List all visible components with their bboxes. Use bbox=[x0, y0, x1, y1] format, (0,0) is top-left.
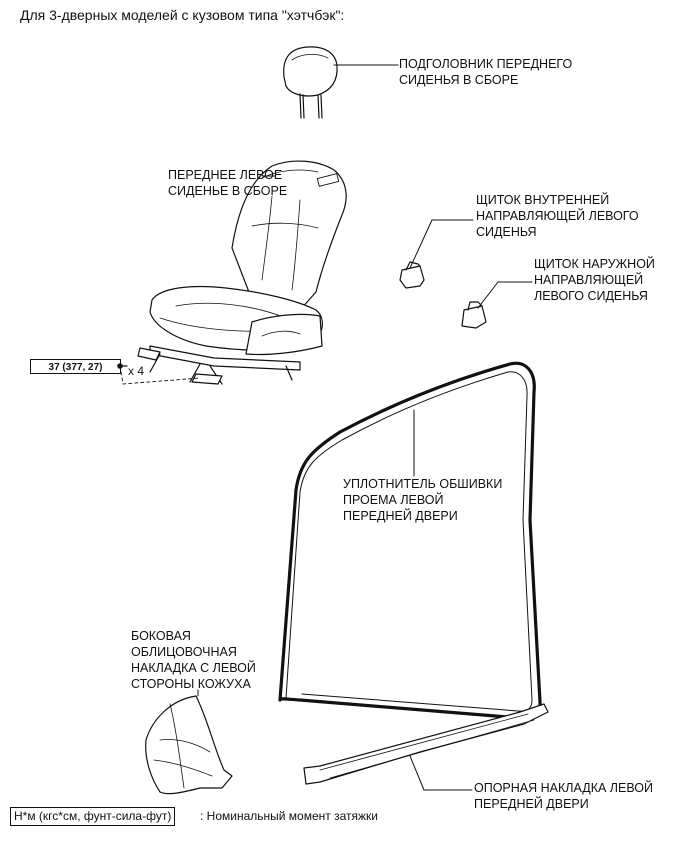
front-seat-label: ПЕРЕДНЕЕ ЛЕВОЕ СИДЕНЬЕ В СБОРЕ bbox=[168, 168, 288, 198]
diagram-heading: Для 3-дверных моделей с кузовом типа "хэ… bbox=[20, 7, 345, 23]
headrest-label: ПОДГОЛОВНИК ПЕРЕДНЕГО СИДЕНЬЯ В СБОРЕ bbox=[399, 57, 573, 87]
leader-lines bbox=[197, 64, 533, 791]
door-weatherstrip-label: УПЛОТНИТЕЛЬ ОБШИВКИ ПРОЕМА ЛЕВОЙ ПЕРЕДНЕ… bbox=[343, 477, 503, 523]
door-scuff-plate-label: ОПОРНАЯ НАКЛАДКА ЛЕВОЙ ПЕРЕДНЕЙ ДВЕРИ bbox=[474, 781, 653, 811]
inner-rail-cover-label: ЩИТОК ВНУТРЕННЕЙ НАПРАВЛЯЮЩЕЙ ЛЕВОГО СИД… bbox=[476, 193, 639, 239]
torque-legend-description: : Номинальный момент затяжки bbox=[200, 809, 378, 823]
front-seat-illustration bbox=[137, 160, 347, 385]
cowl-side-trim-illustration bbox=[145, 695, 233, 795]
door-scuff-plate-illustration bbox=[303, 703, 549, 785]
torque-spec-box: 37 (377, 27) bbox=[30, 359, 121, 374]
outer-rail-cover-label: ЩИТОК НАРУЖНОЙ НАПРАВЛЯЮЩЕЙ ЛЕВОГО СИДЕН… bbox=[534, 257, 655, 303]
door-weatherstrip-illustration bbox=[278, 361, 542, 720]
cowl-side-trim-label: БОКОВАЯ ОБЛИЦОВОЧНАЯ НАКЛАДКА С ЛЕВОЙ СТ… bbox=[131, 629, 256, 691]
torque-units-legend: Н*м (кгс*см, фунт-сила-фут) bbox=[10, 807, 176, 826]
inner-rail-cover-illustration bbox=[399, 261, 425, 289]
bolt-quantity: x 4 bbox=[128, 364, 145, 378]
outer-rail-cover-illustration bbox=[461, 301, 487, 329]
headrest-illustration bbox=[283, 46, 338, 119]
